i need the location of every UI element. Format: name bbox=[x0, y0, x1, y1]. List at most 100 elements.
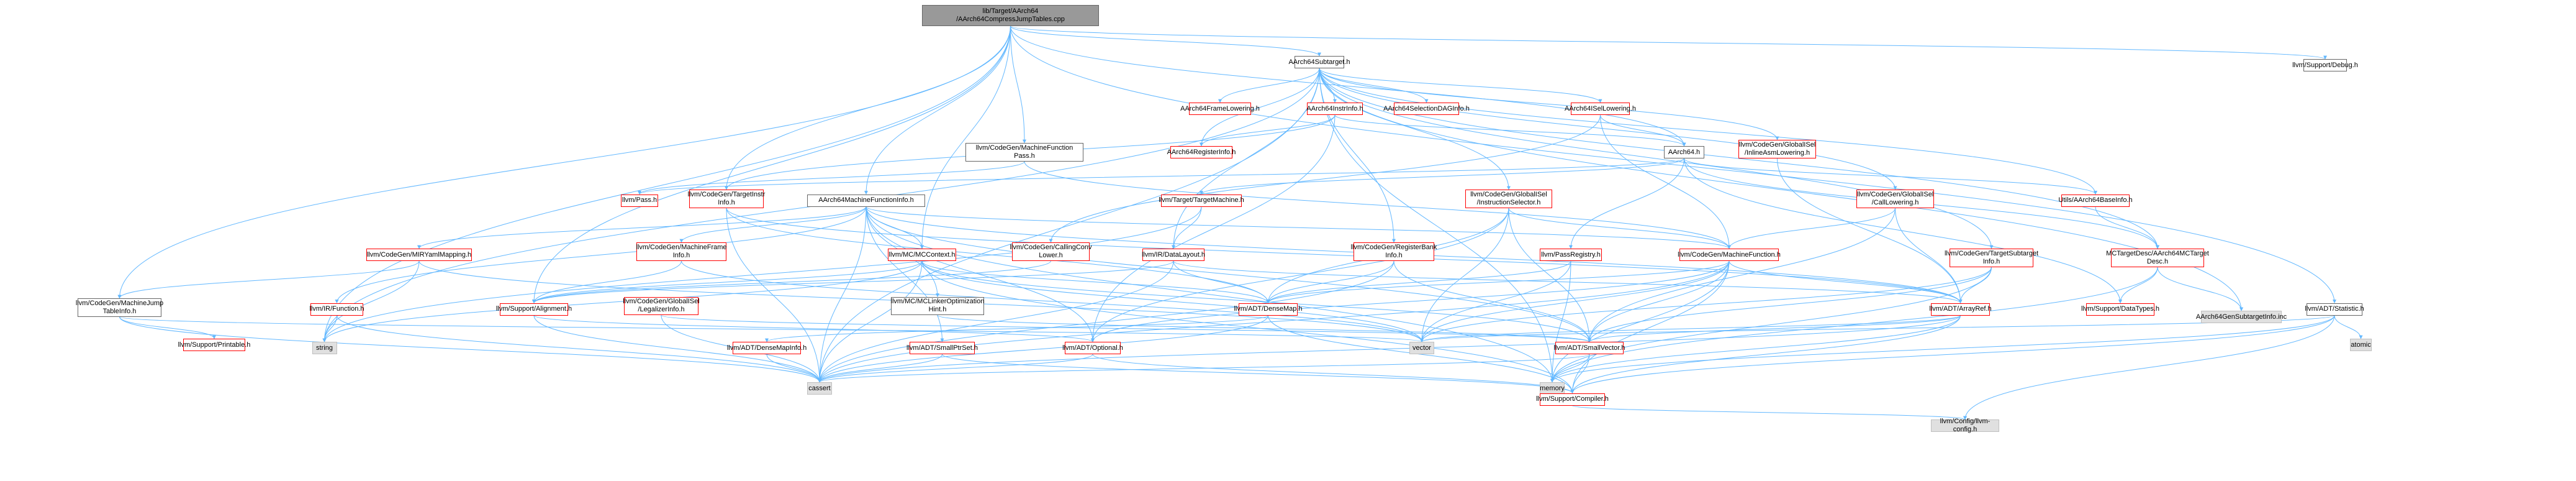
edge-root-to-jump_table_info bbox=[117, 25, 1011, 299]
node-register-info[interactable]: AArch64RegisterInfo.h bbox=[1167, 146, 1236, 158]
node-mfi[interactable]: AArch64MachineFunctionInfo.h bbox=[807, 194, 925, 207]
edge-array_ref-to-small_vector bbox=[1588, 315, 1961, 342]
edge-root-to-mf_pass bbox=[1010, 25, 1026, 144]
edge-instruction_selector-to-small_vector bbox=[1508, 208, 1591, 342]
node-target-instr-info[interactable]: llvm/CodeGen/TargetInstr Info.h bbox=[688, 190, 765, 208]
edge-linker_opt-to-small_vector bbox=[937, 314, 1591, 342]
edge-subtarget-to-mc_target_desc bbox=[1319, 68, 2159, 249]
edge-mfi-to-ir_function bbox=[335, 206, 867, 304]
node-array-ref[interactable]: llvm/ADT/ArrayRef.h bbox=[1929, 303, 1992, 316]
node-pass-registry[interactable]: llvm/PassRegistry.h bbox=[1540, 249, 1602, 261]
node-instr-info[interactable]: AArch64InstrInfo.h bbox=[1306, 103, 1363, 115]
node-ir-function[interactable]: llvm/IR/Function.h bbox=[309, 303, 364, 316]
node-pass-h[interactable]: llvm/Pass.h bbox=[621, 194, 658, 207]
node-debug[interactable]: llvm/Support/Debug.h bbox=[2292, 59, 2358, 71]
node-inline-asm[interactable]: llvm/CodeGen/GlobalISel /InlineAsmLoweri… bbox=[1738, 140, 1816, 158]
node-mir-yaml[interactable]: llvm/CodeGen/MIRYamlMapping.h bbox=[366, 249, 472, 261]
node-mc-context[interactable]: llvm/MC/MCContext.h bbox=[888, 249, 956, 261]
node-dense-map[interactable]: llvm/ADT/DenseMap.h bbox=[1234, 303, 1303, 316]
node-linker-opt[interactable]: llvm/MC/MCLinkerOptimization Hint.h bbox=[891, 296, 985, 316]
edge-small_vector-to-cassert bbox=[818, 354, 1590, 383]
edge-mf_pass-to-machine_function bbox=[1024, 161, 1731, 249]
node-string[interactable]: string bbox=[312, 342, 337, 354]
node-statistic[interactable]: llvm/ADT/Statistic.h bbox=[2305, 303, 2364, 316]
node-subtarget-inc[interactable]: AArch64GenSubtargetInfo.inc bbox=[2196, 311, 2287, 323]
edge-jump_table_info-to-vector bbox=[119, 316, 1424, 342]
node-compiler[interactable]: llvm/Support/Compiler.h bbox=[1536, 393, 1609, 406]
edge-ir_function-to-cassert bbox=[337, 315, 821, 383]
node-mf-frame-info[interactable]: llvm/CodeGen/MachineFrame Info.h bbox=[636, 242, 727, 261]
node-register-bank[interactable]: llvm/CodeGen/RegisterBank Info.h bbox=[1351, 242, 1437, 261]
edge-register_bank-to-dense_map bbox=[1266, 260, 1394, 304]
node-root-file[interactable]: lib/Target/AArch64 /AArch64CompressJumpT… bbox=[922, 5, 1099, 26]
edge-instruction_selector-to-optional bbox=[1091, 208, 1509, 342]
edge-pass_registry-to-dense_map bbox=[1266, 260, 1571, 304]
node-data-layout[interactable]: llvm/IR/DataLayout.h bbox=[1142, 249, 1205, 261]
edge-subtarget-to-memory bbox=[1319, 68, 1554, 383]
edge-aarch64_h-to-pass_registry bbox=[1569, 158, 1684, 249]
edge-dense_map-to-dense_map_info bbox=[765, 315, 1268, 342]
node-base-info[interactable]: Utils/AArch64BaseInfo.h bbox=[2058, 194, 2133, 207]
node-isel-lowering[interactable]: AArch64ISelLowering.h bbox=[1565, 103, 1636, 115]
node-memory[interactable]: memory bbox=[1540, 382, 1565, 395]
edge-base_info-to-mc_target_desc bbox=[2095, 206, 2159, 249]
node-dense-map-info[interactable]: llvm/ADT/DenseMapInfo.h bbox=[727, 342, 807, 354]
edge-data_layout-to-dense_map bbox=[1173, 260, 1270, 304]
edge-aarch64_h-to-pass_h bbox=[638, 158, 1684, 195]
node-atomic[interactable]: atomic bbox=[2350, 339, 2372, 351]
node-cassert[interactable]: cassert bbox=[807, 382, 832, 395]
edge-root-to-string bbox=[322, 25, 1011, 342]
node-optional[interactable]: llvm/ADT/Optional.h bbox=[1062, 342, 1123, 354]
edge-subtarget-to-call_lowering bbox=[1319, 68, 1897, 190]
node-printable[interactable]: llvm/Support/Printable.h bbox=[178, 339, 250, 351]
edge-mir_yaml-to-jump_table_info bbox=[117, 260, 420, 299]
edge-instr_info-to-optional bbox=[1091, 114, 1335, 342]
edge-root-to-mfi bbox=[864, 25, 1011, 195]
edge-root-to-aarch64_h bbox=[1010, 25, 1686, 147]
node-aarch64-h[interactable]: AArch64.h bbox=[1664, 146, 1704, 158]
edge-calling_conv-to-alignment bbox=[532, 260, 1051, 304]
node-mf-pass[interactable]: llvm/CodeGen/MachineFunction Pass.h bbox=[965, 143, 1083, 162]
edge-alignment-to-optional bbox=[533, 315, 1095, 342]
node-frame-lowering[interactable]: AArch64FrameLowering.h bbox=[1180, 103, 1260, 115]
edge-root-to-alignment bbox=[532, 25, 1011, 304]
node-mc-target-desc[interactable]: MCTargetDesc/AArch64MCTarget Desc.h bbox=[2106, 249, 2209, 267]
node-target-machine[interactable]: llvm/Target/TargetMachine.h bbox=[1159, 194, 1244, 207]
edge-instr_info-to-register_info bbox=[1200, 114, 1335, 147]
edge-optional-to-cassert bbox=[818, 354, 1093, 383]
node-selection-dag-info[interactable]: AArch64SelectionDAGInfo.h bbox=[1383, 103, 1470, 115]
edge-aarch64_h-to-data_types bbox=[1684, 158, 2122, 304]
edge-jump_table_info-to-cassert bbox=[119, 316, 821, 383]
node-small-ptr-set[interactable]: llvm/ADT/SmallPtrSet.h bbox=[906, 342, 978, 354]
node-machine-function[interactable]: llvm/CodeGen/MachineFunction.h bbox=[1678, 249, 1781, 261]
node-subtarget-info[interactable]: llvm/CodeGen/TargetSubtarget Info.h bbox=[1945, 249, 2038, 267]
node-data-types[interactable]: llvm/Support/DataTypes.h bbox=[2081, 303, 2159, 316]
edge-subtarget-to-cassert bbox=[818, 68, 1320, 383]
edge-register_bank-to-small_vector bbox=[1393, 260, 1591, 342]
node-subtarget[interactable]: AArch64Subtarget.h bbox=[1288, 56, 1350, 68]
edge-instruction_selector-to-vector bbox=[1420, 208, 1509, 342]
node-small-vector[interactable]: llvm/ADT/SmallVector.h bbox=[1554, 342, 1625, 354]
node-config[interactable]: llvm/Config/llvm-config.h bbox=[1931, 418, 1999, 433]
node-legalize-info[interactable]: llvm/CodeGen/GlobalISel /LegalizerInfo.h bbox=[623, 296, 700, 316]
edge-aarch64_h-to-target_machine bbox=[1200, 158, 1684, 195]
edge-subtarget-to-inline_asm bbox=[1319, 68, 1779, 140]
edge-array_ref-to-vector bbox=[1420, 315, 1961, 342]
edge-data_layout-to-array_ref bbox=[1173, 260, 1963, 304]
edge-mir_yaml-to-string bbox=[322, 260, 420, 342]
edge-small_ptr_set-to-cassert bbox=[818, 354, 942, 383]
edge-ir_function-to-string bbox=[322, 315, 337, 342]
edge-small_vector-to-memory bbox=[1550, 354, 1590, 383]
edge-isel_lowering-to-machine_function bbox=[1600, 114, 1731, 249]
edge-mc_target_desc-to-data_types bbox=[2118, 267, 2158, 304]
edge-mc_context-to-vector bbox=[921, 260, 1424, 342]
edge-target_machine-to-data_layout bbox=[1172, 206, 1202, 249]
node-alignment[interactable]: llvm/Support/Alignment.h bbox=[496, 303, 572, 316]
node-calling-conv[interactable]: llvm/CodeGen/CallingConv Lower.h bbox=[1010, 242, 1092, 261]
node-vector[interactable]: vector bbox=[1409, 342, 1434, 354]
edge-subtarget_info-to-memory bbox=[1550, 267, 1992, 383]
edge-mc_context-to-cassert bbox=[818, 260, 923, 383]
node-instruction-selector[interactable]: llvm/CodeGen/GlobalISel /InstructionSele… bbox=[1465, 190, 1552, 208]
node-jump-table-info[interactable]: llvm/CodeGen/MachineJump TableInfo.h bbox=[76, 298, 163, 317]
node-call-lowering[interactable]: llvm/CodeGen/GlobalISel /CallLowering.h bbox=[1856, 190, 1934, 208]
